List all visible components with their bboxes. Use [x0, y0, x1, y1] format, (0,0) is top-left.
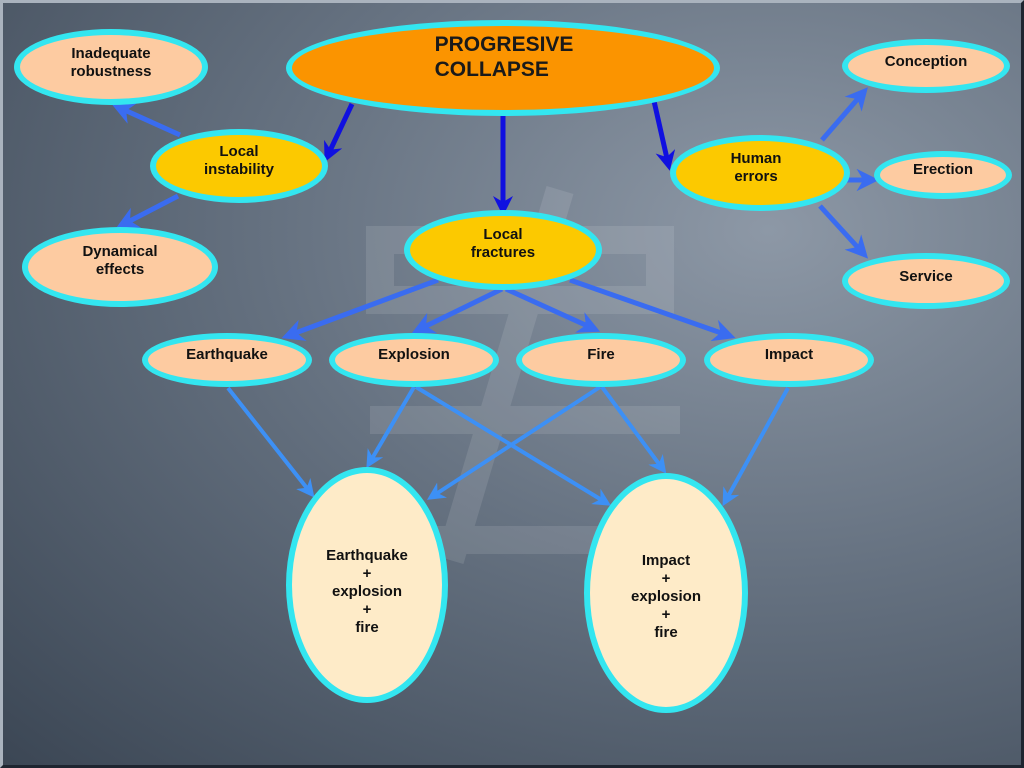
arrow-instability-to-robustness	[111, 103, 182, 138]
node-conception: Conception	[842, 39, 1010, 93]
arrow-fractures-to-earthquake	[281, 277, 439, 341]
node-progressive-collapse: PROGRESIVE COLLAPSE	[286, 20, 720, 116]
arrow-impact-to-right-combo	[722, 387, 790, 507]
node-erection: Erection	[874, 151, 1012, 199]
node-local-instability: Local instability	[150, 129, 328, 203]
node-inadequate-robustness-label: Inadequate robustness	[70, 45, 152, 80]
arrow-earthquake-to-left-combo	[226, 386, 315, 498]
node-erection-label: Erection	[912, 161, 973, 178]
node-impact-explosion-fire-label: Impact + explosion + fire	[630, 552, 701, 641]
node-earthquake-label: Earthquake	[186, 346, 268, 363]
node-earthquake-explosion-fire-label: Earthquake + explosion + fire	[326, 547, 408, 636]
node-service-label: Service	[899, 268, 953, 285]
node-fire-label: Fire	[587, 346, 615, 363]
arrow-collapse-to-human-errors	[651, 100, 676, 171]
node-dynamical-effects-label: Dynamical effects	[82, 243, 158, 278]
node-impact: Impact	[704, 333, 874, 387]
arrow-fire-to-right-combo	[600, 385, 667, 474]
node-earthquake: Earthquake	[142, 333, 312, 387]
arrow-instability-to-dynamical	[116, 193, 180, 229]
node-inadequate-robustness: Inadequate robustness	[14, 29, 208, 105]
node-local-fractures: Local fractures	[404, 210, 602, 290]
node-impact-label: Impact	[764, 346, 814, 363]
node-local-fractures-label: Local fractures	[470, 226, 536, 261]
arrow-fractures-to-explosion	[411, 286, 504, 334]
node-human-errors-label: Human errors	[730, 150, 782, 185]
arrow-collapse-to-local-instability	[324, 102, 355, 163]
node-progressive-collapse-label: PROGRESIVE COLLAPSE	[434, 32, 574, 81]
arrow-fire-to-left-combo	[426, 385, 602, 500]
node-impact-explosion-fire: Impact + explosion + fire	[584, 473, 748, 713]
arrow-explosion-to-left-combo	[366, 385, 416, 469]
node-local-instability-label: Local instability	[203, 143, 274, 178]
node-earthquake-explosion-fire: Earthquake + explosion + fire	[286, 467, 448, 703]
node-human-errors: Human errors	[670, 135, 850, 211]
node-conception-label: Conception	[884, 53, 968, 70]
node-explosion-label: Explosion	[378, 346, 450, 363]
node-explosion: Explosion	[329, 333, 499, 387]
node-fire: Fire	[516, 333, 686, 387]
node-service: Service	[842, 253, 1010, 309]
arrow-fractures-to-fire	[504, 286, 601, 333]
arrow-human-to-conception	[820, 87, 868, 142]
arrow-fractures-to-impact	[569, 277, 736, 342]
node-dynamical-effects: Dynamical effects	[22, 227, 218, 307]
arrow-human-to-service	[818, 204, 869, 259]
